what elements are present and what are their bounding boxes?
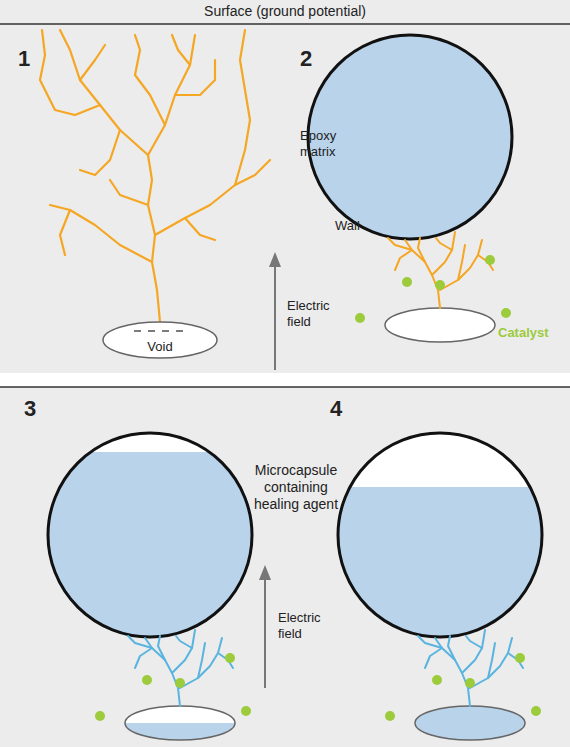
panel-number: 3: [24, 396, 54, 422]
panel-number: 1: [18, 46, 48, 72]
field-label: Electric field: [287, 298, 347, 329]
void-ellipse: Void: [102, 321, 218, 359]
surface-label: Surface (ground potential): [85, 3, 485, 20]
part-label: Microcapsule containing healing agent: [246, 462, 346, 512]
panel-number: 2: [300, 46, 330, 72]
divider-line: [0, 386, 570, 388]
panel-number: 4: [330, 396, 360, 422]
electrical-tree: [40, 30, 270, 322]
part-label: Epoxy matrix: [300, 128, 360, 159]
panel-gap: [0, 373, 570, 387]
field-label: Electric field: [278, 610, 338, 641]
panel-two: [308, 35, 512, 342]
catalyst-label: Catalyst: [498, 325, 568, 341]
node-label: Void: [102, 339, 218, 354]
part-label: Wall: [335, 218, 395, 234]
panel-four: [330, 433, 550, 740]
surface-line: [0, 23, 570, 25]
panel-three: [40, 433, 260, 743]
